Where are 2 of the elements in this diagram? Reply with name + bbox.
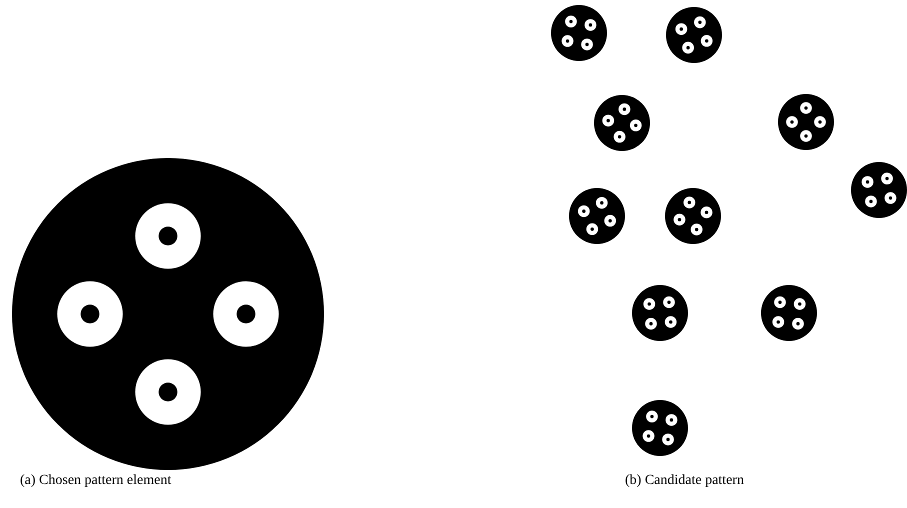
figure-caption: (b) Candidate pattern: [625, 473, 744, 489]
figure-caption: (a) Chosen pattern element: [20, 473, 172, 489]
